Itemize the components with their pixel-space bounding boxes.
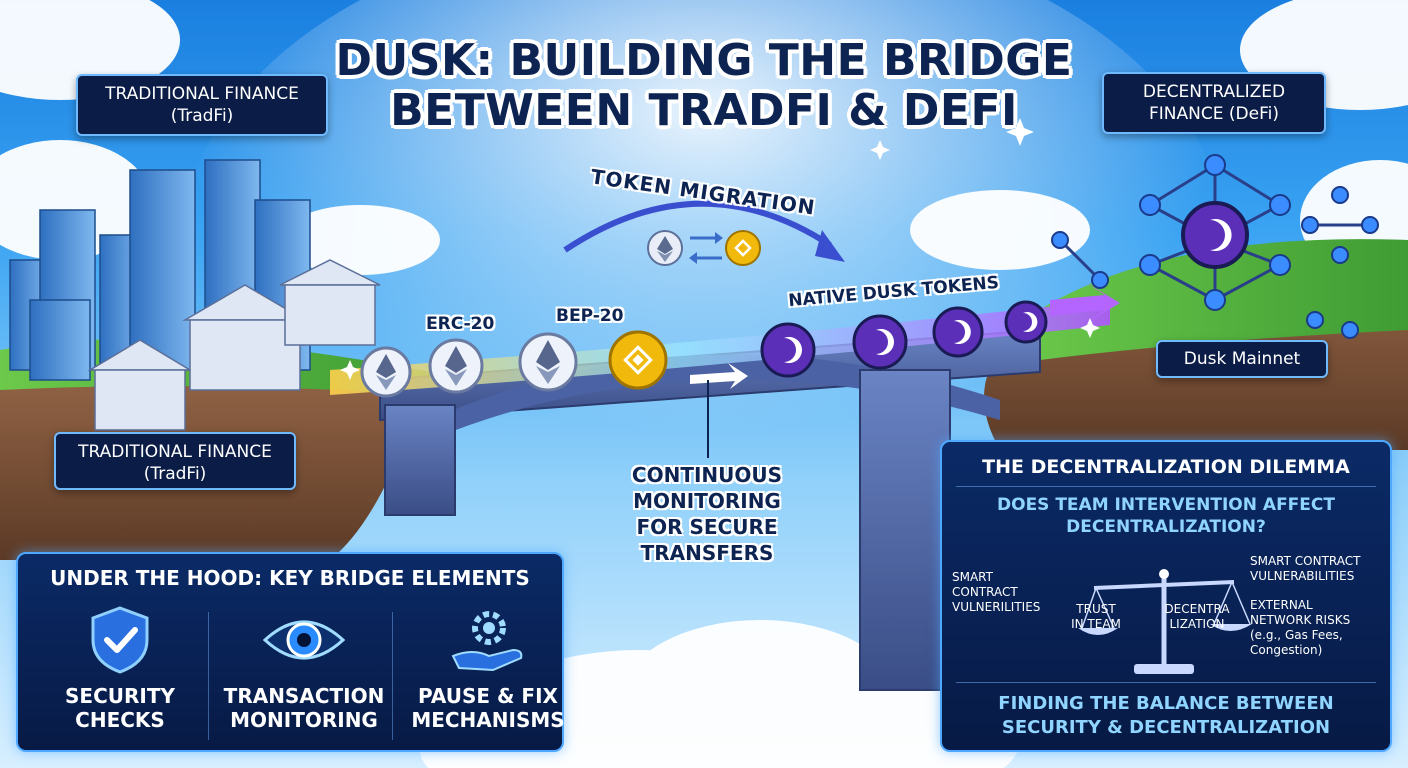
security-checks-item: SECURITY CHECKS xyxy=(32,604,208,744)
shield-check-icon xyxy=(91,606,149,674)
dilemma-title: THE DECENTRALIZATION DILEMMA xyxy=(982,456,1350,478)
title-line1: DUSK: BUILDING THE BRIDGE xyxy=(335,35,1073,86)
decentralization-dilemma-panel: THE DECENTRALIZATION DILEMMA DOES TEAM I… xyxy=(940,440,1392,752)
eth-token-icon xyxy=(360,346,412,398)
defi-label: DECENTRALIZED FINANCE (DeFi) xyxy=(1102,72,1326,134)
continuous-monitoring-text: CONTINUOUS MONITORING FOR SECURE TRANSFE… xyxy=(612,462,802,566)
pan-right-label: DECENTRA LIZATION xyxy=(1160,602,1234,632)
defi-line2: FINANCE (DeFi) xyxy=(1149,104,1279,124)
dusk-mainnet-label: Dusk Mainnet xyxy=(1156,340,1328,378)
erc20-label: ERC-20 xyxy=(426,314,495,334)
under-the-hood-title: UNDER THE HOOD: KEY BRIDGE ELEMENTS xyxy=(50,566,530,590)
dusk-token-icon-2 xyxy=(852,314,908,370)
tradfi-bottom-label: TRADITIONAL FINANCE (TradFi) xyxy=(54,432,296,490)
monitoring-line2: MONITORING xyxy=(633,489,781,513)
migration-icons xyxy=(647,230,761,266)
eye-icon xyxy=(262,620,346,660)
right-bullet-1: SMART CONTRACT VULNERABILITIES xyxy=(1250,554,1360,584)
bnb-token-icon xyxy=(608,330,668,390)
pan-right-line1: DECENTRA xyxy=(1164,602,1230,616)
monitoring-line1: CONTINUOUS xyxy=(631,463,783,487)
pause-fix-item: PAUSE & FIX MECHANISMS xyxy=(400,604,576,744)
sparkle-icon xyxy=(1080,318,1100,338)
right-bullet2-line4: Congestion) xyxy=(1250,643,1323,657)
tradfi-bottom-line1: TRADITIONAL FINANCE xyxy=(78,442,272,462)
right-bullet-2: EXTERNAL NETWORK RISKS (e.g., Gas Fees, … xyxy=(1250,598,1350,658)
under-the-hood-panel: UNDER THE HOOD: KEY BRIDGE ELEMENTS SECU… xyxy=(16,552,565,752)
dilemma-question: DOES TEAM INTERVENTION AFFECT DECENTRALI… xyxy=(942,494,1390,538)
page-title: DUSK: BUILDING THE BRIDGE BETWEEN TRADFI… xyxy=(0,36,1408,136)
left-bullet-line2: CONTRACT xyxy=(952,585,1018,599)
bnb-coin-icon xyxy=(725,230,761,266)
question-line2: DECENTRALIZATION? xyxy=(1066,517,1266,537)
monitoring-pointer xyxy=(707,380,709,458)
pan-left-line2: IN TEAM xyxy=(1071,617,1121,631)
hood-divider-1 xyxy=(208,612,209,740)
balance-scale-icon xyxy=(1078,569,1252,674)
right-bullet1-line2: VULNERABILITIES xyxy=(1250,569,1355,583)
security-line1: SECURITY xyxy=(65,684,175,708)
eth-token-icon-2 xyxy=(428,338,484,394)
dusk-token-icon-3 xyxy=(932,306,984,358)
question-line1: DOES TEAM INTERVENTION AFFECT xyxy=(997,495,1335,515)
pan-right-line2: LIZATION xyxy=(1169,617,1225,631)
pause-fix-line1: PAUSE & FIX xyxy=(418,684,558,708)
pan-left-line1: TRUST xyxy=(1076,602,1116,616)
sparkle-icon xyxy=(340,360,360,380)
tradfi-top-label: TRADITIONAL FINANCE (TradFi) xyxy=(76,74,328,136)
tradfi-bottom-line2: (TradFi) xyxy=(143,464,207,484)
title-line2: BETWEEN TRADFI & DEFI xyxy=(390,85,1018,136)
dusk-token-icon-1 xyxy=(760,322,816,378)
tradfi-top-line1: TRADITIONAL FINANCE xyxy=(105,84,299,104)
hood-divider-2 xyxy=(392,612,393,740)
gear-hand-icon xyxy=(451,611,523,672)
sparkle-icon xyxy=(1006,118,1034,146)
eth-token-icon-3 xyxy=(518,332,578,392)
right-bullet2-line1: EXTERNAL xyxy=(1250,598,1313,612)
transaction-monitoring-item: TRANSACTION MONITORING xyxy=(216,604,392,744)
monitoring-line4: TRANSFERS xyxy=(640,541,774,565)
bridge-tokens xyxy=(360,300,1048,398)
monitoring-line3: FOR SECURE xyxy=(636,515,778,539)
transaction-monitoring-caption: TRANSACTION MONITORING xyxy=(216,684,392,732)
dusk-token-icon-4 xyxy=(1004,300,1048,344)
footer-line2: SECURITY & DECENTRALIZATION xyxy=(1001,717,1331,738)
sparkle-icon xyxy=(870,140,890,160)
left-bullet: SMART CONTRACT VULNERILITIES xyxy=(952,570,1040,615)
defi-line1: DECENTRALIZED xyxy=(1142,82,1286,102)
security-line2: CHECKS xyxy=(75,708,165,732)
footer-line1: FINDING THE BALANCE BETWEEN xyxy=(998,693,1334,714)
right-bullet2-line3: (e.g., Gas Fees, xyxy=(1250,628,1343,642)
pause-fix-line2: MECHANISMS xyxy=(411,708,565,732)
dilemma-rule xyxy=(956,486,1376,487)
bep20-label: BEP-20 xyxy=(556,306,624,326)
transaction-line2: MONITORING xyxy=(230,708,378,732)
left-bullet-line1: SMART xyxy=(952,570,993,584)
dusk-mainnet-text: Dusk Mainnet xyxy=(1183,349,1301,369)
dilemma-rule-2 xyxy=(956,682,1376,683)
transaction-line1: TRANSACTION xyxy=(223,684,385,708)
right-bullet2-line2: NETWORK RISKS xyxy=(1250,613,1351,627)
pan-left-label: TRUST IN TEAM xyxy=(1066,602,1126,632)
pause-fix-caption: PAUSE & FIX MECHANISMS xyxy=(400,684,576,732)
security-checks-caption: SECURITY CHECKS xyxy=(32,684,208,732)
dilemma-footer: FINDING THE BALANCE BETWEEN SECURITY & D… xyxy=(942,692,1390,740)
right-bullet1-line1: SMART CONTRACT xyxy=(1250,554,1361,568)
left-bullet-line3: VULNERILITIES xyxy=(952,600,1041,614)
tradfi-top-line2: (TradFi) xyxy=(170,106,234,126)
